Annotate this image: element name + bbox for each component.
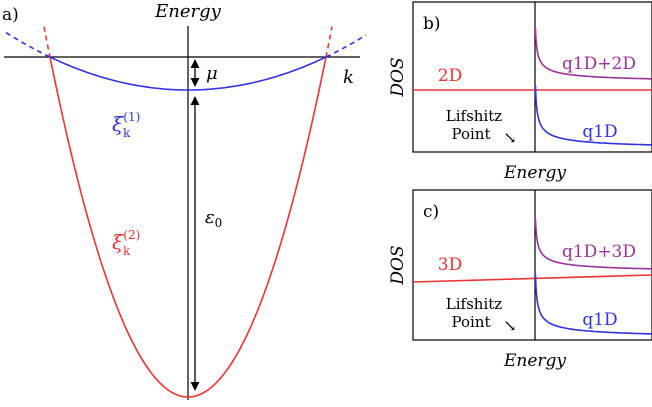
panel-b-q1d-label: q1D (582, 122, 617, 142)
panel-c-3d-label: 3D (438, 255, 462, 275)
panel-b-q1d-curve (534, 84, 652, 146)
band1-curve-dashed (5, 31, 367, 58)
mu-label: μ (206, 63, 218, 84)
panel-c-lifshitz-text: Lifshitz (446, 295, 502, 313)
panel-c-q1d-label: q1D (582, 310, 617, 330)
panel-b-label: b) (423, 14, 441, 34)
panel-b-lifshitz-text: Lifshitz (446, 107, 502, 125)
panel-b-ylabel: DOS (388, 57, 408, 97)
panel-c-ylabel: DOS (388, 245, 408, 285)
band1-curve (49, 56, 327, 91)
panel-b-q1d-2d-curve (534, 27, 652, 80)
epsilon0-label: ε0 (205, 207, 222, 230)
panel-a: a) Energy k μ ε0 ξk(1) ξk(2) (2, 1, 367, 400)
panel-c: c) DOS Energy 3D q1D+3D q1D Lifshitz Poi… (388, 189, 652, 371)
panel-b-xlabel: Energy (503, 163, 566, 183)
panel-c-frame (412, 189, 652, 341)
panel-b-point-text: Point (451, 125, 490, 143)
panel-c-label: c) (423, 202, 439, 222)
band2-label: ξk(2) (112, 228, 140, 258)
panel-b-frame (412, 1, 652, 153)
band2-curve (49, 56, 327, 398)
panel-a-label: a) (2, 5, 19, 25)
panel-b-q1d-2d-label: q1D+2D (562, 54, 636, 74)
energy-axis-title: Energy (154, 1, 222, 22)
panel-c-q1d-3d-label: q1D+3D (562, 242, 636, 262)
panel-c-3d-line (412, 274, 652, 283)
panel-b: b) DOS Energy 2D q1D+2D q1D Lifshitz Poi… (388, 1, 652, 183)
panel-c-xlabel: Energy (503, 351, 566, 371)
band1-label: ξk(1) (112, 110, 140, 140)
panel-b-arrow-icon: ↘ (503, 128, 516, 147)
panel-c-q1d-3d-curve (534, 217, 652, 270)
panel-b-2d-label: 2D (438, 66, 462, 86)
k-axis-label: k (343, 67, 354, 88)
panel-c-point-text: Point (451, 313, 490, 331)
panel-c-arrow-icon: ↘ (503, 316, 516, 335)
panel-c-q1d-curve (534, 273, 652, 335)
